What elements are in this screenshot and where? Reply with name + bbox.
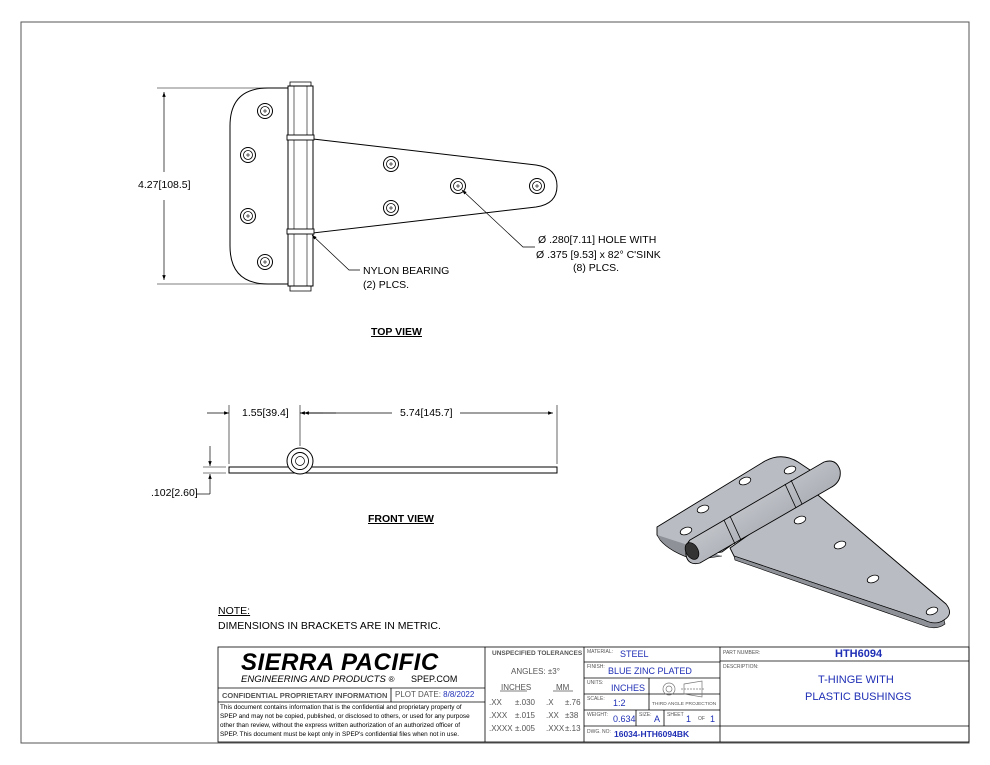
sheet-total: 1 bbox=[710, 714, 716, 724]
top-view-drawing bbox=[157, 81, 558, 292]
tolerance-row-in-key: .XXXX bbox=[489, 724, 513, 733]
countersink-note: Ø .375 [9.53] x 82° C'SINK bbox=[536, 249, 661, 261]
tolerance-row-mm-val: ±38 bbox=[565, 711, 579, 720]
size-label: SIZE: bbox=[639, 712, 652, 718]
scale-label: SCALE: bbox=[587, 696, 605, 702]
title-block-grid bbox=[217, 646, 970, 743]
plot-date-label: PLOT DATE: bbox=[395, 690, 441, 699]
plot-date-value: 8/8/2022 bbox=[443, 690, 475, 699]
screw-hole bbox=[240, 208, 256, 224]
countersink-spec: .375 [9.53] x 82° C'SINK bbox=[547, 249, 661, 261]
company-website: SPEP.COM bbox=[411, 674, 458, 684]
registered-mark: ® bbox=[388, 675, 395, 684]
material-value: STEEL bbox=[620, 649, 649, 659]
units-value: INCHES bbox=[611, 683, 646, 693]
tolerance-row-in-val: ±.015 bbox=[515, 711, 535, 720]
third-angle-projection-symbol bbox=[662, 680, 705, 698]
height-dim-inches: 4.27 bbox=[138, 179, 159, 191]
thickness-dim-metric: 2.60 bbox=[174, 487, 195, 499]
left-dimension-label: 1.55[39.4] bbox=[242, 407, 289, 419]
company-subtitle: ENGINEERING AND PRODUCTS ® bbox=[241, 674, 394, 685]
disclaimer-line: SPEP and may not be copied, published, o… bbox=[220, 713, 470, 720]
sheet-border bbox=[20, 21, 970, 744]
finish-value: BLUE ZINC PLATED bbox=[608, 666, 692, 676]
part-number-label: PART NUMBER: bbox=[723, 650, 761, 656]
right-dim-metric: 145.7 bbox=[423, 407, 450, 419]
height-dim-metric: 108.5 bbox=[161, 179, 188, 191]
isometric-view bbox=[656, 456, 950, 629]
description-line2: PLASTIC BUSHINGS bbox=[805, 691, 912, 703]
notes-line1: DIMENSIONS IN BRACKETS ARE IN METRIC. bbox=[218, 620, 441, 632]
bearing-note-line1: NYLON BEARING bbox=[363, 265, 450, 277]
hinge-leaf bbox=[229, 87, 289, 285]
tolerance-row-in-key: .XXX bbox=[489, 711, 508, 720]
hinge-strap bbox=[312, 138, 558, 234]
sheet-label: SHEET bbox=[667, 712, 684, 718]
right-dimension-label: 5.74[145.7] bbox=[400, 407, 453, 419]
tolerance-row-mm-val: ±.76 bbox=[565, 698, 581, 707]
tolerance-row-mm-key: .XXX bbox=[546, 724, 565, 733]
finish-label: FINISH: bbox=[587, 664, 605, 670]
confidential-label: CONFIDENTIAL PROPRIETARY INFORMATION bbox=[222, 691, 388, 700]
weight-label: WEIGHT: bbox=[587, 712, 608, 718]
size-value: A bbox=[654, 714, 661, 724]
tolerances-angles: ANGLES: ±3° bbox=[511, 667, 560, 676]
units-label: UNITS: bbox=[587, 680, 604, 686]
tolerance-mm-header: MM bbox=[556, 683, 570, 692]
disclaimer-line: This document contains information that … bbox=[220, 704, 462, 711]
hole-count-note: (8) PLCS. bbox=[573, 262, 620, 274]
scale-value: 1:2 bbox=[613, 698, 626, 708]
description-label: DESCRIPTION: bbox=[723, 664, 759, 670]
disclaimer-line: other than review, without the express w… bbox=[220, 722, 461, 729]
hole-note-suffix: HOLE WITH bbox=[597, 234, 657, 246]
bearing-note-line2: (2) PLCS. bbox=[363, 279, 410, 291]
sheet-of-label: OF bbox=[698, 716, 705, 722]
tolerance-row-in-val: ±.030 bbox=[515, 698, 535, 707]
front-plate bbox=[228, 466, 558, 474]
company-name: SIERRA PACIFIC bbox=[241, 649, 439, 676]
description-line1: T-HINGE WITH bbox=[818, 674, 894, 686]
tolerance-row-in-key: .XX bbox=[489, 698, 502, 707]
tolerances-header: UNSPECIFIED TOLERANCES bbox=[492, 650, 583, 657]
diameter-icon: Ø bbox=[536, 249, 545, 261]
projection-label: THIRD ANGLE PROJECTION bbox=[652, 702, 717, 707]
screw-hole bbox=[240, 147, 256, 163]
tolerance-row-mm-key: .XX bbox=[546, 711, 559, 720]
notes-heading: NOTE: bbox=[218, 605, 251, 617]
weight-value: 0.634 bbox=[613, 714, 636, 724]
hole-diameter: .280 bbox=[549, 234, 570, 246]
disclaimer-line: SPEP. This document must be kept only in… bbox=[220, 731, 459, 738]
screw-hole bbox=[383, 200, 399, 216]
diameter-icon: Ø bbox=[538, 234, 547, 246]
front-view-caption: FRONT VIEW bbox=[368, 513, 434, 525]
left-dim-inches: 1.55 bbox=[242, 407, 263, 419]
company-sub-text: ENGINEERING AND PRODUCTS bbox=[241, 674, 386, 685]
part-number-value: HTH6094 bbox=[835, 648, 883, 660]
right-dim-inches: 5.74 bbox=[400, 407, 421, 419]
screw-hole bbox=[529, 178, 545, 194]
top-view-caption: TOP VIEW bbox=[371, 326, 422, 338]
thickness-dimension-label: .102[2.60] bbox=[151, 487, 198, 499]
screw-hole bbox=[257, 103, 273, 119]
hinge-knuckle bbox=[287, 85, 314, 287]
thickness-dim-inches: .102 bbox=[151, 487, 172, 499]
dwg-no-value: 16034-HTH6094BK bbox=[614, 729, 690, 739]
screw-hole bbox=[383, 156, 399, 172]
material-label: MATERIAL: bbox=[587, 649, 614, 655]
dwg-no-label: DWG. NO: bbox=[587, 729, 611, 735]
hole-note: Ø .280[7.11] HOLE WITH bbox=[538, 234, 657, 246]
screw-hole bbox=[257, 254, 273, 270]
hole-diameter-metric: 7.11 bbox=[572, 234, 593, 246]
sheet-value: 1 bbox=[686, 714, 692, 724]
tolerance-row-mm-key: .X bbox=[546, 698, 554, 707]
tolerance-inches-header: INCHES bbox=[501, 683, 532, 692]
plot-date: PLOT DATE: 8/8/2022 bbox=[395, 690, 474, 699]
left-dim-metric: 39.4 bbox=[265, 407, 286, 419]
height-dimension-label: 4.27[108.5] bbox=[138, 179, 191, 191]
front-view-drawing bbox=[196, 405, 558, 495]
tolerance-row-in-val: ±.005 bbox=[515, 724, 535, 733]
tolerance-row-mm-val: ±.13 bbox=[565, 724, 581, 733]
